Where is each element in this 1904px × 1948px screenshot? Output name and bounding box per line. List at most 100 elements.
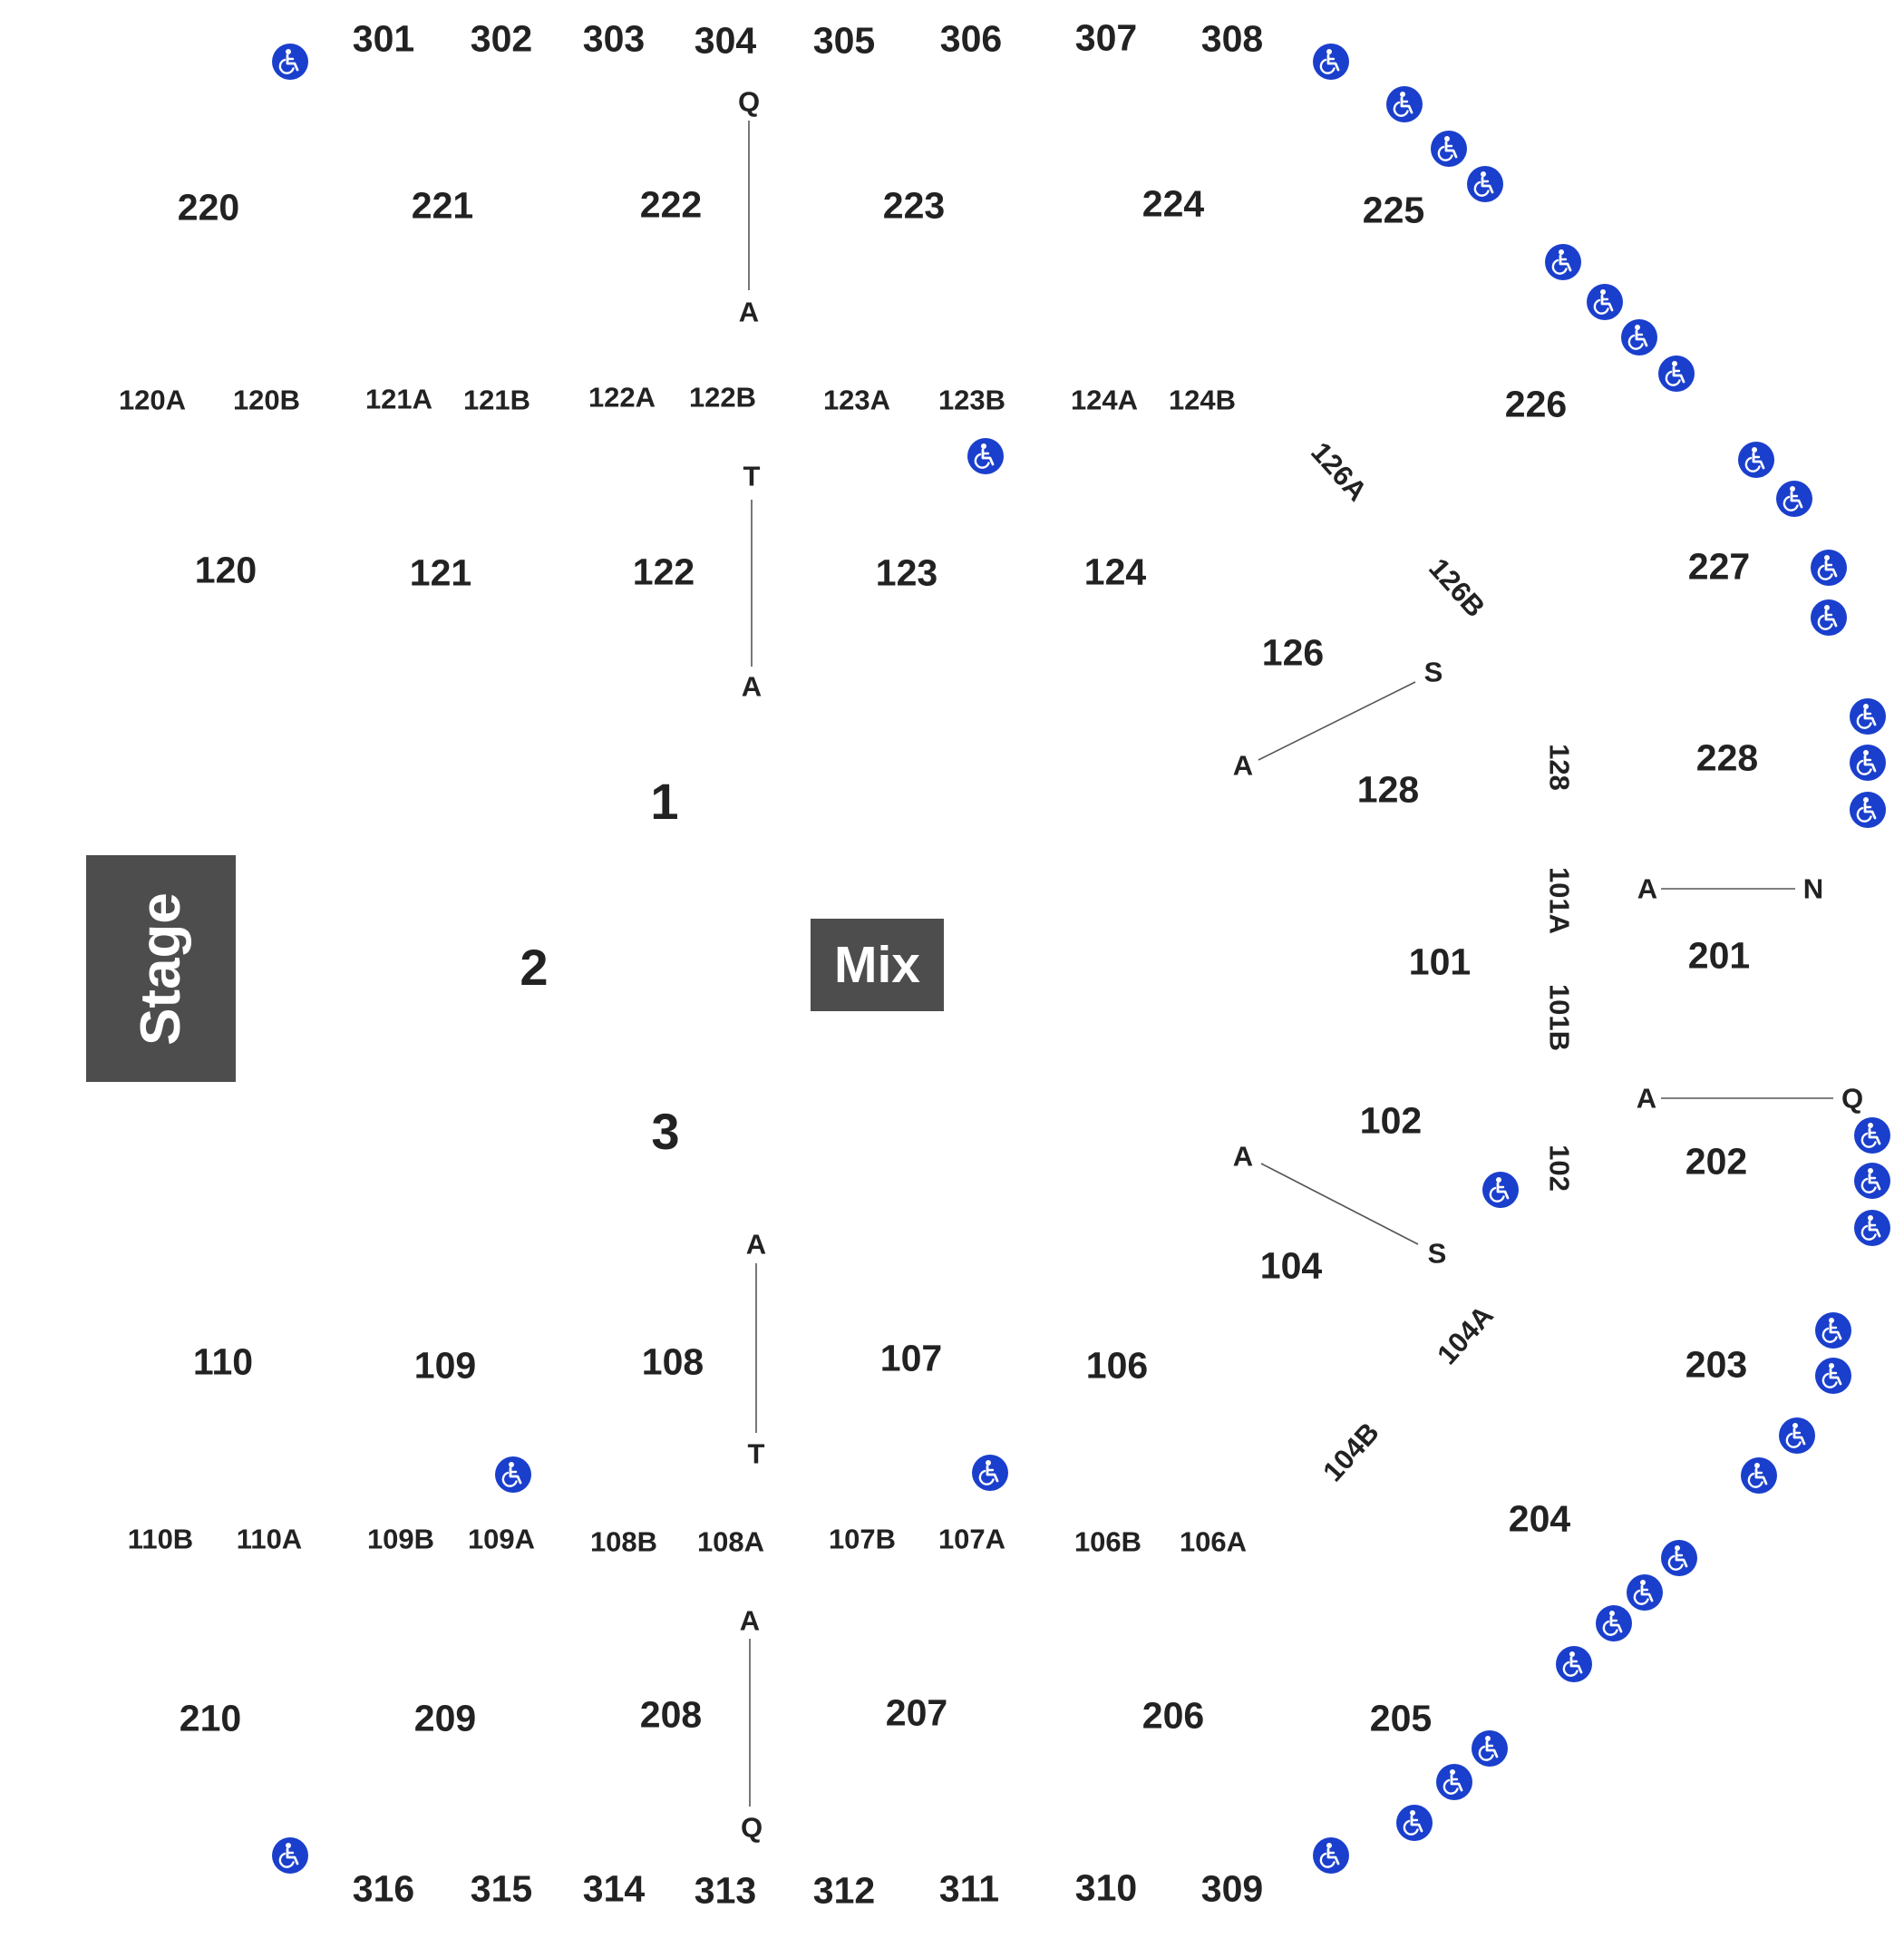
section-204[interactable]: 204: [1508, 1497, 1571, 1540]
section-102[interactable]: 102: [1359, 1099, 1423, 1142]
section-305[interactable]: 305: [812, 19, 876, 62]
section-101[interactable]: 101: [1408, 940, 1472, 983]
section-122a[interactable]: 122A: [588, 381, 656, 414]
section-313[interactable]: 313: [694, 1869, 757, 1912]
mix-label: Mix: [811, 919, 944, 1011]
section-210[interactable]: 210: [179, 1697, 242, 1739]
section-224[interactable]: 224: [1141, 182, 1205, 225]
wheelchair-accessible-icon: [1627, 1574, 1663, 1611]
section-120[interactable]: 120: [194, 549, 257, 591]
section-307[interactable]: 307: [1074, 16, 1138, 59]
wheelchair-accessible-icon: [1779, 1417, 1815, 1454]
section-304[interactable]: 304: [694, 19, 757, 62]
floor-zone-3[interactable]: 3: [651, 1103, 680, 1160]
section-314[interactable]: 314: [582, 1867, 646, 1910]
section-107a[interactable]: 107A: [937, 1523, 1006, 1555]
section-101a[interactable]: 101A: [1543, 866, 1576, 935]
section-121a[interactable]: 121A: [364, 383, 433, 415]
section-306[interactable]: 306: [939, 17, 1003, 60]
section-206[interactable]: 206: [1141, 1694, 1205, 1737]
section-121[interactable]: 121: [409, 551, 472, 594]
stage-label: Stage: [130, 891, 192, 1046]
section-122b[interactable]: 122B: [688, 381, 757, 414]
section-221[interactable]: 221: [411, 184, 474, 227]
section-205[interactable]: 205: [1369, 1697, 1433, 1739]
section-308[interactable]: 308: [1200, 17, 1264, 60]
row-a-202: A: [1636, 1082, 1657, 1115]
section-110[interactable]: 110: [192, 1340, 254, 1383]
section-315[interactable]: 315: [470, 1867, 533, 1910]
section-110b[interactable]: 110B: [127, 1523, 194, 1555]
row-s-104: S: [1427, 1237, 1447, 1270]
row-q-bottom: Q: [740, 1811, 763, 1844]
section-123b[interactable]: 123B: [937, 384, 1006, 416]
row-t-122: T: [743, 460, 761, 492]
section-223[interactable]: 223: [882, 184, 946, 227]
section-208[interactable]: 208: [639, 1693, 703, 1736]
section-316[interactable]: 316: [352, 1867, 415, 1910]
section-227[interactable]: 227: [1687, 545, 1751, 588]
wheelchair-accessible-icon: [1482, 1172, 1519, 1208]
section-123a[interactable]: 123A: [822, 384, 891, 416]
wheelchair-accessible-icon: [1850, 698, 1886, 735]
section-202[interactable]: 202: [1685, 1140, 1748, 1183]
section-104[interactable]: 104: [1259, 1244, 1323, 1287]
section-123[interactable]: 123: [875, 551, 938, 594]
section-106[interactable]: 106: [1085, 1344, 1149, 1387]
section-128[interactable]: 128: [1356, 768, 1420, 811]
section-120b[interactable]: 120B: [232, 384, 301, 416]
section-226[interactable]: 226: [1504, 383, 1568, 425]
section-209[interactable]: 209: [413, 1697, 477, 1739]
wheelchair-accessible-icon: [1396, 1805, 1433, 1841]
wheelchair-accessible-icon: [1854, 1163, 1890, 1199]
section-108a[interactable]: 108A: [696, 1525, 765, 1558]
floor-zone-2[interactable]: 2: [520, 939, 549, 996]
section-301[interactable]: 301: [352, 17, 415, 60]
section-312[interactable]: 312: [812, 1869, 876, 1912]
wheelchair-accessible-icon: [1587, 284, 1623, 320]
section-107b[interactable]: 107B: [828, 1523, 897, 1555]
row-t-108: T: [747, 1437, 765, 1470]
section-124b[interactable]: 124B: [1168, 384, 1237, 416]
section-203[interactable]: 203: [1685, 1343, 1748, 1386]
wheelchair-accessible-icon: [1854, 1210, 1890, 1246]
section-222[interactable]: 222: [639, 183, 703, 226]
section-228[interactable]: 228: [1695, 736, 1759, 779]
section-110a[interactable]: 110A: [236, 1523, 303, 1555]
section-309[interactable]: 309: [1200, 1867, 1264, 1910]
section-303[interactable]: 303: [582, 17, 646, 60]
wheelchair-accessible-icon: [1738, 442, 1774, 478]
section-126[interactable]: 126: [1261, 631, 1325, 674]
section-109[interactable]: 109: [413, 1344, 477, 1387]
section-101b[interactable]: 101B: [1543, 983, 1576, 1052]
section-102-vertical[interactable]: 102: [1543, 1144, 1576, 1192]
section-108b[interactable]: 108B: [589, 1525, 658, 1558]
section-311[interactable]: 311: [938, 1867, 1000, 1910]
section-108[interactable]: 108: [641, 1340, 704, 1383]
section-220[interactable]: 220: [177, 186, 240, 229]
wheelchair-accessible-icon: [1472, 1730, 1508, 1767]
wheelchair-accessible-icon: [1661, 1540, 1697, 1576]
section-128-vertical[interactable]: 128: [1543, 744, 1576, 791]
section-106b[interactable]: 106B: [1073, 1525, 1142, 1558]
section-302[interactable]: 302: [470, 17, 533, 60]
floor-zone-1[interactable]: 1: [650, 773, 679, 830]
section-124a[interactable]: 124A: [1070, 384, 1139, 416]
section-106a[interactable]: 106A: [1179, 1525, 1248, 1558]
row-a-128: A: [1232, 749, 1254, 782]
section-107[interactable]: 107: [879, 1337, 943, 1379]
section-120a[interactable]: 120A: [118, 384, 187, 416]
wheelchair-accessible-icon: [1436, 1764, 1472, 1800]
wheelchair-accessible-icon: [1811, 550, 1847, 586]
section-121b[interactable]: 121B: [462, 384, 531, 416]
section-201[interactable]: 201: [1687, 934, 1751, 977]
section-109a[interactable]: 109A: [467, 1523, 536, 1555]
section-124[interactable]: 124: [1083, 550, 1147, 593]
wheelchair-accessible-icon: [1621, 319, 1657, 356]
section-122[interactable]: 122: [632, 550, 695, 593]
section-225[interactable]: 225: [1362, 189, 1425, 231]
section-310[interactable]: 310: [1074, 1866, 1138, 1909]
row-q-top: Q: [737, 85, 761, 118]
section-109b[interactable]: 109B: [366, 1523, 435, 1555]
section-207[interactable]: 207: [885, 1691, 948, 1734]
